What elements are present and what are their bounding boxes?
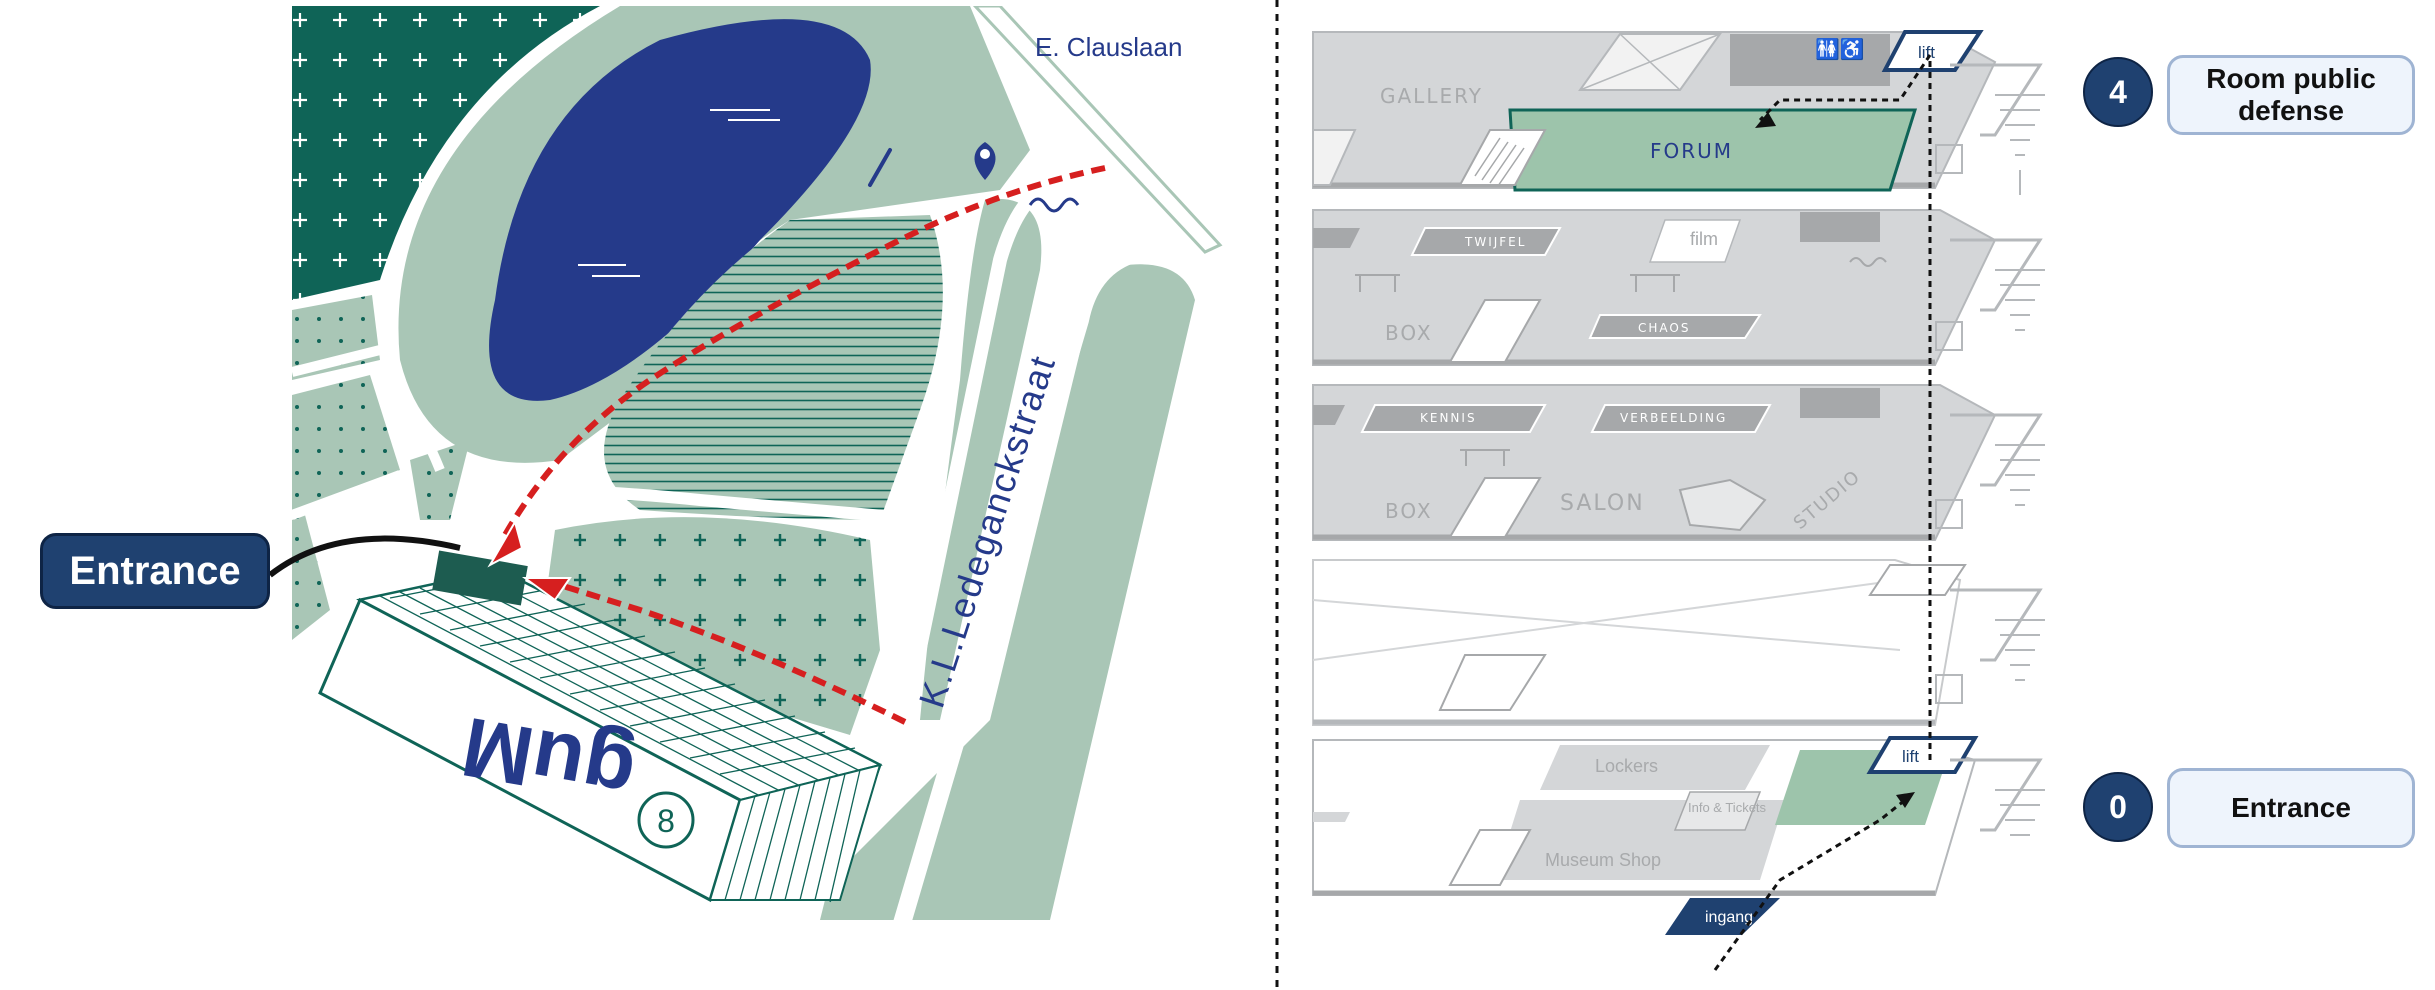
floor-plan: 🚻♿ lift GALLERY FORUM TWIJFEL film CHAOS… <box>1312 30 2045 971</box>
route-from-east <box>559 582 907 725</box>
cross-lawn <box>540 517 880 735</box>
building-number-badge <box>637 791 695 849</box>
floor-number-0: 0 <box>2083 772 2153 842</box>
svg-text:lift: lift <box>1918 43 1935 62</box>
lake <box>489 19 871 401</box>
street-label-top: E. Clauslaan <box>1035 32 1182 62</box>
label-lockers: Lockers <box>1595 756 1658 776</box>
wave-icon <box>1028 197 1080 213</box>
building-number: 8 <box>657 803 675 839</box>
label-box-1: BOX <box>1385 321 1433 345</box>
striped-lawn <box>604 215 943 520</box>
ingang-marker <box>1665 898 1780 935</box>
location-pin-icon <box>974 142 996 180</box>
label-chaos: CHAOS <box>1638 321 1690 335</box>
label-ingang: ingang <box>1705 909 1753 926</box>
label-verbeelding: VERBEELDING <box>1620 411 1727 425</box>
label-twijfel: TWIJFEL <box>1464 235 1526 249</box>
lift-top <box>1881 30 1984 72</box>
park-cross-area <box>292 6 600 300</box>
svg-text:lift: lift <box>1902 747 1919 766</box>
floor-4-label: Room public defense <box>2167 55 2415 135</box>
route-to-forum <box>1758 54 1932 122</box>
entrance-block <box>432 550 528 606</box>
lift-bottom <box>1866 736 1979 774</box>
label-box-2: BOX <box>1385 499 1433 523</box>
label-forum: FORUM <box>1650 139 1733 163</box>
label-museum-shop: Museum Shop <box>1545 850 1661 870</box>
floor-number-4: 4 <box>2083 57 2153 127</box>
campus-map: guM 8 E. Clauslaan K.L.Ledeganckstraat <box>292 6 1247 926</box>
label-salon: SALON <box>1560 491 1645 516</box>
label-gallery: GALLERY <box>1380 84 1483 108</box>
label-kennis: KENNIS <box>1420 411 1477 425</box>
museum-building <box>318 550 883 903</box>
label-film: film <box>1690 229 1718 249</box>
floor-0-label: Entrance <box>2167 768 2415 848</box>
toilet-icon: 🚻♿ <box>1815 37 1865 61</box>
route-from-north <box>502 165 1106 537</box>
entrance-connector <box>268 535 461 578</box>
entrance-callout: Entrance <box>40 533 270 609</box>
label-info-tickets: Info & Tickets <box>1688 800 1767 815</box>
route-from-ingang <box>1713 798 1906 971</box>
